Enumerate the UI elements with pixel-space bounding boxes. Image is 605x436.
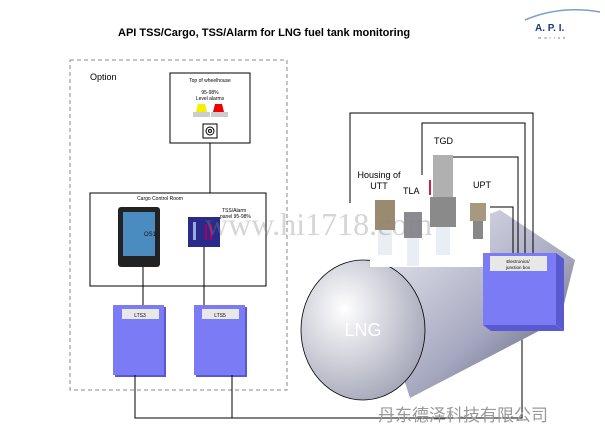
- svg-text:OS1: OS1: [144, 232, 157, 238]
- svg-text:95-98%: 95-98%: [201, 90, 219, 96]
- svg-text:marine: marine: [538, 35, 568, 40]
- svg-text:Electronics/: Electronics/: [506, 259, 530, 264]
- company-name: 丹东德泽科技有限公司: [378, 406, 548, 425]
- svg-text:Level alarms: Level alarms: [196, 96, 225, 102]
- option-label: Option: [90, 72, 117, 82]
- svg-text:LTS3: LTS3: [134, 313, 146, 319]
- svg-text:LTS5: LTS5: [214, 313, 226, 319]
- page-title: API TSS/Cargo, TSS/Alarm for LNG fuel ta…: [118, 27, 410, 39]
- tla-label: TLA: [403, 186, 420, 196]
- svg-text:panel 95-98%: panel 95-98%: [220, 214, 251, 220]
- wheelhouse-box: Top of wheelhouse 95-98% Level alarms: [169, 72, 251, 144]
- utt-label: UTT: [370, 181, 388, 191]
- tgd-sensor-icon: [429, 155, 456, 255]
- option-box: [69, 59, 288, 391]
- api-logo: A. P. I. marine: [524, 9, 601, 40]
- upt-sensor-icon: [470, 203, 486, 239]
- svg-text:A. P. I.: A. P. I.: [535, 23, 564, 34]
- tgd-label: TGD: [434, 136, 453, 146]
- utt-sensor-icon: [375, 200, 395, 255]
- svg-text:TSS/Alarm: TSS/Alarm: [222, 208, 246, 214]
- upt-label: UPT: [473, 180, 492, 190]
- svg-text:junction box: junction box: [505, 265, 531, 270]
- alarm-panel-icon: [188, 217, 220, 247]
- watermark: www.hi1718.com: [205, 206, 432, 242]
- tank-label: LNG: [344, 320, 381, 340]
- sensor-wiring: [349, 112, 534, 253]
- tla-sensor-icon: [404, 212, 422, 266]
- housing-label: Housing of: [357, 170, 401, 180]
- cargo-control-room-box: Cargo Control Room OS1 TSS/Alarm panel 9…: [89, 192, 267, 287]
- red-alarm-icon: [211, 104, 228, 117]
- lts5-box: LTS5: [194, 305, 247, 377]
- os1-monitor-icon: OS1: [118, 207, 160, 267]
- svg-text:Top of wheelhouse: Top of wheelhouse: [189, 78, 231, 84]
- yellow-alarm-icon: [193, 104, 210, 117]
- lts3-box: LTS3: [113, 305, 166, 377]
- junction-box: Electronics/ junction box: [483, 253, 564, 331]
- svg-text:Cargo Control Room: Cargo Control Room: [137, 196, 183, 202]
- horn-icon: [202, 123, 218, 139]
